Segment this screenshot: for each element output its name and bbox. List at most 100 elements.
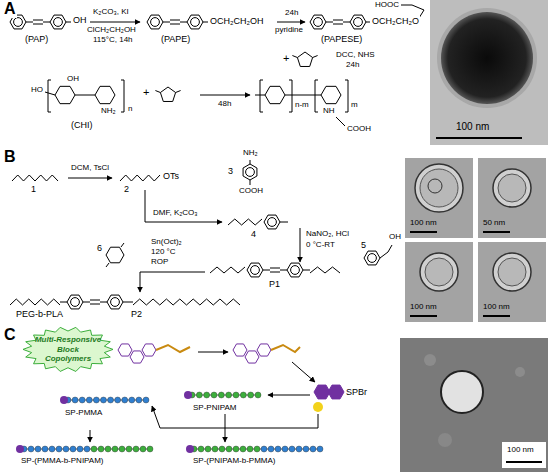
compound-name: (PAPE) (160, 34, 191, 44)
condition: 120 °C (150, 247, 177, 256)
condition: ROP (150, 257, 169, 266)
compound-number: P1 (268, 279, 281, 289)
bond (170, 24, 180, 25)
sp-head (186, 445, 194, 453)
repeat-index: n (127, 104, 133, 113)
bond (366, 22, 370, 23)
aromatic-circle (354, 18, 363, 27)
bond (271, 345, 300, 352)
bond (315, 80, 318, 112)
ring (67, 295, 83, 309)
compound-number: 3 (227, 166, 234, 176)
monomer-bead (211, 392, 217, 398)
monomer-bead (289, 446, 295, 452)
bond (228, 219, 262, 225)
group-label: HOOC (374, 0, 400, 9)
reaction-arrow (292, 362, 315, 382)
group-label: OTs (162, 171, 180, 181)
bond (33, 24, 43, 25)
blotch (438, 433, 452, 447)
bond (280, 222, 288, 223)
scale-bar (483, 315, 510, 317)
bond (260, 80, 263, 112)
bond (250, 160, 251, 164)
tem-image (405, 242, 473, 322)
sp-head (16, 445, 24, 453)
monomer-bead (303, 446, 309, 452)
bond (333, 24, 343, 25)
monomer-bead (42, 446, 48, 452)
sp-head (184, 391, 192, 399)
tem-image (478, 242, 546, 322)
scale-bar (506, 461, 542, 463)
compound-name: SPBr (345, 387, 368, 397)
monomer-bead (268, 446, 274, 452)
condition: 24h (284, 8, 299, 17)
ring (50, 15, 66, 29)
bond (263, 270, 270, 271)
aromatic-circle (268, 218, 277, 227)
bond (75, 95, 95, 96)
atom-label: HO (30, 85, 44, 94)
particle-halo (437, 8, 537, 108)
ring (55, 86, 75, 103)
particle (441, 371, 483, 413)
particle (441, 12, 533, 104)
monomer-bead (147, 446, 153, 452)
monomer-bead (77, 446, 83, 452)
monomer-bead (218, 392, 224, 398)
sp-head (60, 396, 68, 404)
monomer-bead (226, 392, 232, 398)
bond (120, 175, 160, 181)
scale-bar (483, 231, 510, 233)
ring (118, 344, 132, 356)
monomer-bead (93, 397, 99, 403)
ring (233, 344, 247, 356)
reagent: K₂CO₃, KI (92, 7, 130, 16)
bond (310, 267, 340, 273)
reaction-arrow (225, 414, 226, 442)
scale-label: 100 nm (409, 218, 438, 227)
panel-letter: A (3, 0, 17, 18)
polymer-name: SP-PMMA (64, 408, 103, 417)
monomer-bead (105, 446, 111, 452)
bond (133, 299, 240, 305)
bond (48, 80, 51, 112)
aromatic-circle (368, 254, 377, 263)
atom-label: NH₂ (242, 148, 259, 157)
ring (257, 344, 271, 356)
compound-name: (PAPESE) (320, 34, 363, 44)
monomer-bead (255, 392, 261, 398)
monomer-bead (140, 446, 146, 452)
group-label: COOH (346, 124, 372, 133)
reaction-arrow (198, 352, 228, 353)
compound-number: 4 (250, 229, 257, 239)
monomer-bead (115, 397, 121, 403)
compound-number: P2 (130, 309, 143, 319)
reaction-arrow (68, 178, 112, 179)
aromatic-circle (71, 298, 80, 307)
monomer-bead (126, 446, 132, 452)
reagent: ClCH₂CH₂OH (86, 25, 137, 34)
monomer-bead (86, 397, 92, 403)
bond (45, 92, 55, 95)
bond (303, 270, 310, 271)
reagent: Sn(Oct)₂ (150, 237, 183, 246)
bond (100, 302, 107, 303)
monomer-bead (196, 392, 202, 398)
monomer-bead (240, 392, 246, 398)
chemical-structures (10, 5, 424, 453)
bond (156, 345, 190, 352)
condition: 48h (217, 99, 232, 108)
monomer-bead (136, 397, 142, 403)
inner-vesicle (428, 179, 442, 193)
vesicle-core (425, 258, 453, 286)
reaction-arrow (145, 190, 222, 222)
tem-image (405, 158, 473, 238)
tem-grid (405, 158, 546, 322)
ring (245, 351, 259, 363)
bond (313, 56, 318, 58)
monomer-bead (296, 446, 302, 452)
ring (142, 344, 156, 356)
bond (292, 56, 297, 58)
